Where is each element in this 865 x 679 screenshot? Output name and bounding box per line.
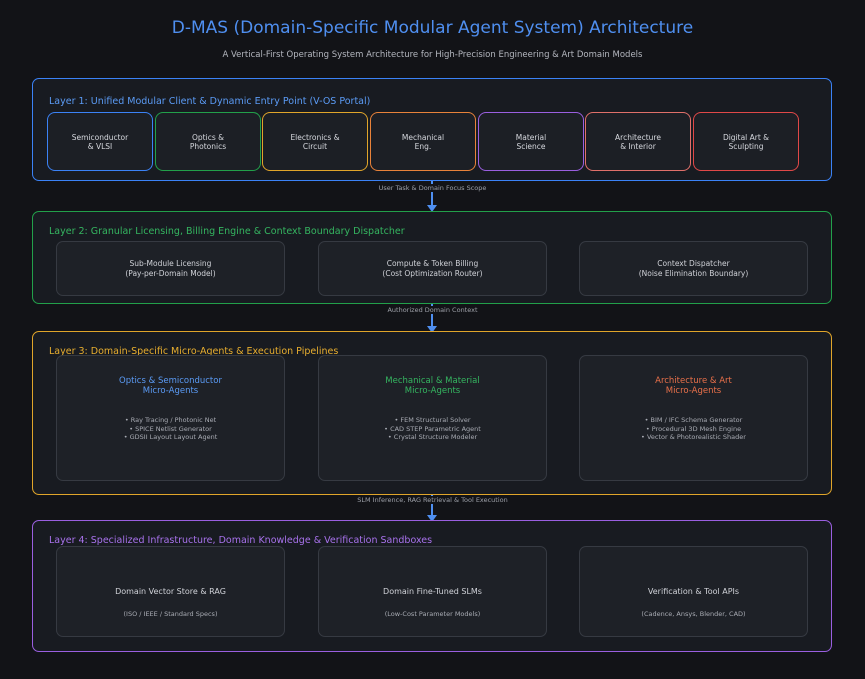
flow-label-3: SLM Inference, RAG Retrieval & Tool Exec… — [355, 496, 510, 504]
infra-title: Domain Fine-Tuned SLMs — [383, 587, 482, 596]
billing-box: Compute & Token Billing (Cost Optimizati… — [318, 241, 547, 296]
infra-subtitle: (Low-Cost Parameter Models) — [384, 610, 481, 618]
infra-subtitle: (Cadence, Ansys, Blender, CAD) — [641, 610, 746, 618]
verification-tools-box: Verification & Tool APIs (Cadence, Ansys… — [579, 546, 808, 637]
flow-arrow-1 — [427, 181, 437, 212]
agent-list: • FEM Structural Solver • CAD STEP Param… — [384, 416, 481, 441]
agent-group-mechanical-material: Mechanical & Material Micro-Agents • FEM… — [318, 355, 547, 481]
layer-4-title: Layer 4: Specialized Infrastructure, Dom… — [49, 535, 433, 546]
vector-store-box: Domain Vector Store & RAG (ISO / IEEE / … — [56, 546, 285, 637]
flow-arrow-3 — [427, 495, 437, 522]
domain-digital-art: Digital Art & Sculpting — [693, 112, 799, 171]
licensing-box: Sub-Module Licensing (Pay-per-Domain Mod… — [56, 241, 285, 296]
diagram-subtitle: A Vertical-First Operating System Archit… — [222, 50, 643, 60]
domain-material-science: Material Science — [478, 112, 584, 171]
agent-group-title: Architecture & Art Micro-Agents — [655, 376, 732, 397]
layer-2-title: Layer 2: Granular Licensing, Billing Eng… — [49, 226, 405, 237]
domain-architecture: Architecture & Interior — [585, 112, 691, 171]
agent-group-architecture-art: Architecture & Art Micro-Agents • BIM / … — [579, 355, 808, 481]
agent-list: • BIM / IFC Schema Generator • Procedura… — [641, 416, 746, 441]
domain-semiconductor: Semiconductor & VLSI — [47, 112, 153, 171]
domain-optics: Optics & Photonics — [155, 112, 261, 171]
layer-2-licensing-billing: Layer 2: Granular Licensing, Billing Eng… — [32, 211, 832, 304]
agent-group-title: Mechanical & Material Micro-Agents — [385, 376, 480, 397]
flow-arrow-2 — [427, 304, 437, 333]
layer-1-title: Layer 1: Unified Modular Client & Dynami… — [49, 96, 371, 107]
layer-1-client-portal: Layer 1: Unified Modular Client & Dynami… — [32, 78, 832, 181]
agent-group-title: Optics & Semiconductor Micro-Agents — [119, 376, 222, 397]
infra-title: Verification & Tool APIs — [647, 587, 740, 596]
domain-mechanical: Mechanical Eng. — [370, 112, 476, 171]
infra-subtitle: (ISO / IEEE / Standard Specs) — [123, 610, 218, 618]
fine-tuned-slms-box: Domain Fine-Tuned SLMs (Low-Cost Paramet… — [318, 546, 547, 637]
context-dispatcher-box: Context Dispatcher (Noise Elimination Bo… — [579, 241, 808, 296]
layer-3-title: Layer 3: Domain-Specific Micro-Agents & … — [49, 346, 339, 357]
infra-title: Domain Vector Store & RAG — [115, 587, 226, 596]
flow-label-1: User Task & Domain Focus Scope — [376, 184, 489, 192]
agent-list: • Ray Tracing / Photonic Net • SPICE Net… — [123, 416, 218, 441]
diagram-title: D-MAS (Domain-Specific Modular Agent Sys… — [171, 18, 694, 38]
flow-label-2: Authorized Domain Context — [385, 306, 480, 314]
layer-3-micro-agents: Layer 3: Domain-Specific Micro-Agents & … — [32, 331, 832, 495]
domain-electronics: Electronics & Circuit — [262, 112, 368, 171]
layer-4-infrastructure: Layer 4: Specialized Infrastructure, Dom… — [32, 520, 832, 652]
agent-group-optics-semiconductor: Optics & Semiconductor Micro-Agents • Ra… — [56, 355, 285, 481]
